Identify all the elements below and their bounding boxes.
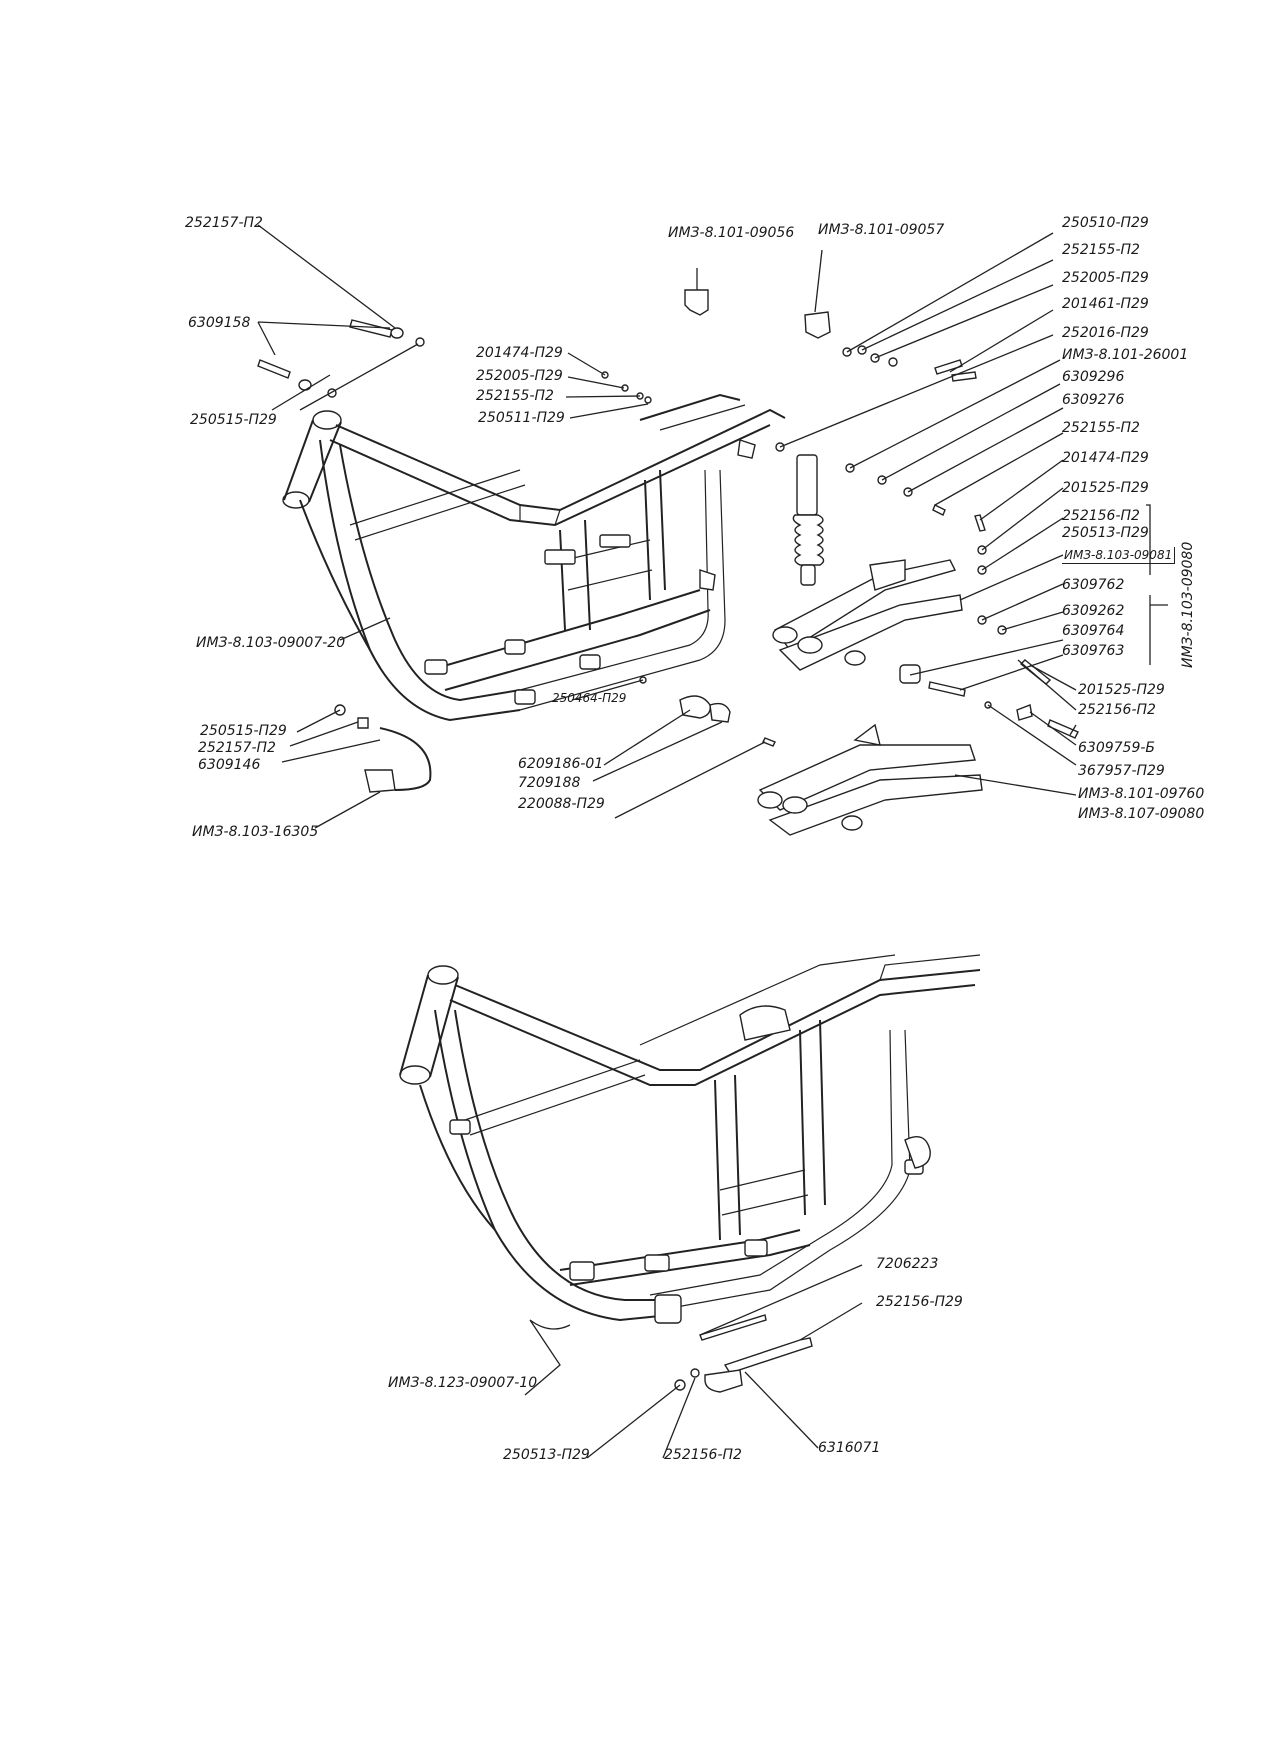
label-252016-p29: 252016-П29 (1062, 325, 1149, 341)
label-imz-107-09080: ИМЗ-8.107-09080 (1078, 806, 1205, 822)
label-6309296: 6309296 (1062, 369, 1125, 385)
label-201525-p29-a: 201525-П29 (1062, 480, 1149, 496)
label-250513-p29-a: 250513-П29 (1062, 525, 1149, 541)
swing-arm-upper (772, 559, 1052, 697)
label-6309759-b: 6309759-Б (1078, 740, 1156, 756)
label-6209186-01: 6209186-01 (518, 756, 604, 772)
label-250515-p29-b: 250515-П29 (200, 723, 287, 739)
label-imz-09057: ИМЗ-8.101-09057 (818, 222, 945, 238)
label-252156-p2-c: 252156-П2 (664, 1447, 742, 1463)
label-6316071: 6316071 (818, 1440, 881, 1456)
label-imz-16305: ИМЗ-8.103-16305 (192, 824, 319, 840)
label-252157-p2-b: 252157-П2 (198, 740, 276, 756)
leader-lines (257, 224, 1168, 1459)
label-imz-8123-09007-10: ИМЗ-8.123-09007-10 (388, 1375, 538, 1391)
label-201474-p29-a: 201474-П29 (476, 345, 563, 361)
label-252156-p2-b: 252156-П2 (1078, 702, 1156, 718)
label-201474-p29-b: 201474-П29 (1062, 450, 1149, 466)
label-imz-103-09080-vertical: ИМЗ-8.103-09080 (1180, 541, 1196, 668)
label-imz-09081: ИМЗ-8.103-09081 (1062, 547, 1176, 564)
label-imz-09056: ИМЗ-8.101-09056 (668, 225, 795, 241)
label-252157-p2-top: 252157-П2 (185, 215, 263, 231)
label-6309158: 6309158 (188, 315, 251, 331)
label-201525-p29-b: 201525-П29 (1078, 682, 1165, 698)
label-250511-p29: 250511-П29 (478, 410, 565, 426)
lower-main-frame (399, 954, 981, 1324)
label-imz-26001: ИМЗ-8.101-26001 (1062, 347, 1189, 363)
label-imz-09760: ИМЗ-8.101-09760 (1078, 786, 1205, 802)
upper-brackets (601, 289, 977, 404)
label-6309763: 6309763 (1062, 643, 1125, 659)
label-7206223: 7206223 (876, 1256, 939, 1272)
label-252155-p2-b: 252155-П2 (1062, 242, 1140, 258)
label-367957-p29: 367957-П29 (1078, 763, 1165, 779)
label-252155-p2-c: 252155-П2 (1062, 420, 1140, 436)
label-7209188: 7209188 (518, 775, 581, 791)
upper-left-fasteners (257, 319, 425, 398)
label-252155-p2-a: 252155-П2 (476, 388, 554, 404)
swing-arm-lower (757, 701, 1079, 836)
shock-absorber (775, 442, 987, 586)
side-stand (674, 1314, 813, 1393)
label-250513-p29-b: 250513-П29 (503, 1447, 590, 1463)
label-201461-p29: 201461-П29 (1062, 296, 1149, 312)
label-250464-p29: 250464-П29 (552, 691, 627, 705)
label-6309276: 6309276 (1062, 392, 1125, 408)
label-252156-p2-a: 252156-П2 (1062, 508, 1140, 524)
label-220088-p29: 220088-П29 (518, 796, 605, 812)
lower-left-accessories (334, 676, 776, 793)
label-250515-p29-top: 250515-П29 (190, 412, 277, 428)
label-252156-p29: 252156-П29 (876, 1294, 963, 1310)
upper-main-frame (282, 393, 786, 722)
label-6309146: 6309146 (198, 757, 261, 773)
label-6309764: 6309764 (1062, 623, 1125, 639)
label-6309762: 6309762 (1062, 577, 1125, 593)
label-252005-p29-a: 252005-П29 (476, 368, 563, 384)
label-252005-p29-b: 252005-П29 (1062, 270, 1149, 286)
label-250510-p29: 250510-П29 (1062, 215, 1149, 231)
label-imz-09007-20: ИМЗ-8.103-09007-20 (196, 635, 346, 651)
label-6309262: 6309262 (1062, 603, 1125, 619)
